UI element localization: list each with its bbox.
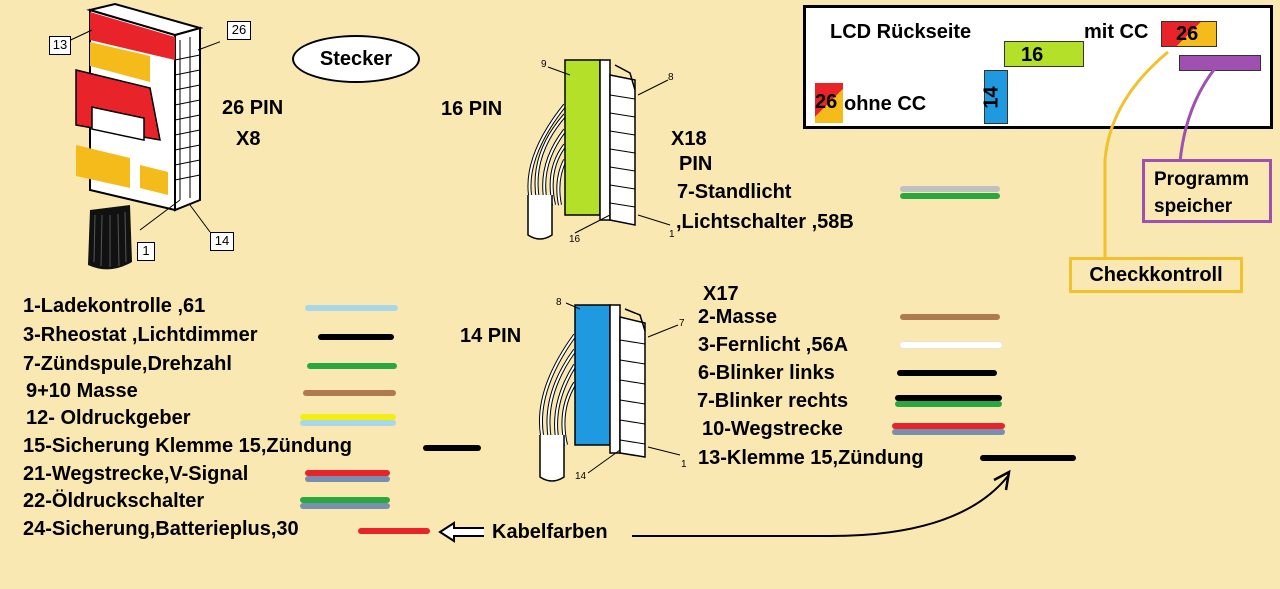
x17-pin-entry: 13-Klemme 15,Zündung: [698, 447, 924, 469]
x17-name: X17: [703, 283, 739, 305]
x8-pin-entry: 1-Ladekontrolle ,61: [23, 295, 206, 317]
x8-pin-entry: 3-Rheostat ,Lichtdimmer: [23, 324, 258, 346]
x17-wire-color: [892, 429, 1005, 435]
x17-wire-color: [900, 314, 1000, 320]
x17-pin-entry: 7-Blinker rechts: [697, 390, 849, 412]
x18-pin-16: 16: [569, 234, 581, 245]
x18-pin-9: 9: [541, 59, 547, 70]
x17-pin-1: 1: [681, 459, 687, 470]
x8-pin-entry: 9+10 Masse: [26, 380, 138, 402]
x8-wire-color: [307, 363, 397, 369]
programm-line1: Programm: [1154, 169, 1250, 190]
x17-pin-14: 14: [575, 471, 587, 482]
pin-label-13: 13: [49, 36, 71, 55]
kabelfarben-label: Kabelfarben: [492, 521, 608, 543]
x17-wire-color: [980, 455, 1076, 461]
x18-pin-count: 16 PIN: [441, 98, 503, 120]
x8-wire-color: [423, 445, 481, 451]
x18-wire-silver: [900, 186, 1000, 192]
x8-pin-entry: 12- Oldruckgeber: [26, 407, 191, 429]
x8-wire-color: [300, 503, 390, 509]
x8-wire-color: [300, 497, 390, 503]
connector-26pin-illustration: [40, 0, 231, 275]
lcd-pin-14: 14: [981, 70, 1008, 124]
x8-pin-entry: 21-Wegstrecke,V-Signal: [23, 463, 249, 485]
lcd-mit-cc: mit CC: [1084, 21, 1149, 43]
connector-16pin-illustration: [520, 55, 680, 245]
x17-pin-entry: 3-Fernlicht ,56A: [698, 334, 849, 356]
checkkontroll-box: Checkkontroll: [1069, 257, 1243, 293]
x8-pin-count: 26 PIN: [222, 97, 284, 119]
x8-wire-color: [305, 305, 398, 311]
x18-pin-1: 1: [669, 229, 675, 240]
pin-label-14: 14: [210, 232, 234, 251]
x17-pin-8: 8: [556, 297, 562, 308]
x17-pin-entry: 6-Blinker links: [698, 362, 835, 384]
checkkontroll-line: [1060, 40, 1280, 270]
x17-pin-count: 14 PIN: [460, 325, 522, 347]
x8-wire-color: [358, 528, 430, 534]
x17-wire-color: [900, 342, 1002, 348]
x8-pin-entry: 7-Zündspule,Drehzahl: [23, 353, 232, 375]
connector-14pin-illustration: [530, 295, 690, 485]
kabelfarben-arrow-icon: [436, 520, 486, 544]
lcd-ohne-cc: ohne CC: [844, 93, 927, 115]
x8-pin-entry: 24-Sicherung,Batterieplus,30: [23, 518, 299, 540]
x18-pin-8: 8: [668, 72, 674, 83]
lcd-pin-26-ohne-cc: 26: [815, 83, 843, 123]
x17-pin-7: 7: [679, 318, 685, 329]
lcd-pin-26-mit-cc: 26: [1161, 21, 1217, 47]
x8-name: X8: [236, 128, 261, 150]
pin-label-1: 1: [137, 242, 155, 261]
x8-wire-color: [303, 390, 396, 396]
x18-wire-green: [900, 193, 1000, 199]
pin-label-26: 26: [227, 21, 251, 40]
x18-line-lichtschalter: ,Lichtschalter ,58B: [676, 211, 854, 233]
x8-pin-entry: 15-Sicherung Klemme 15,Zündung: [23, 435, 352, 457]
x17-wire-color: [895, 401, 1002, 407]
programm-line2: speicher: [1154, 196, 1233, 217]
x18-line-standlicht: 7-Standlicht: [677, 181, 792, 203]
x17-wire-color: [897, 370, 997, 376]
x17-pin-entry: 2-Masse: [698, 306, 777, 328]
x8-wire-color: [305, 470, 390, 476]
x8-wire-color: [300, 414, 396, 420]
x18-name: X18: [671, 128, 707, 150]
x17-pin-entry: 10-Wegstrecke: [702, 418, 843, 440]
kabelfarben-connector-line: [630, 462, 1020, 542]
stecker-label: Stecker: [292, 35, 420, 83]
lcd-rueckseite-panel: LCD Rückseite mit CC 26 16 14 26 ohne CC: [803, 5, 1273, 129]
x8-wire-color: [305, 476, 390, 482]
lcd-pin-16: 16: [1004, 41, 1084, 67]
x8-pin-entry: 22-Öldruckschalter: [23, 490, 205, 512]
lcd-title: LCD Rückseite: [830, 21, 972, 43]
x8-wire-color: [300, 420, 396, 426]
x17-wire-color: [892, 423, 1005, 429]
x17-wire-color: [895, 395, 1002, 401]
x18-pin-word: PIN: [679, 153, 713, 175]
x8-wire-color: [318, 334, 394, 340]
programmspeicher-box: Programm speicher: [1142, 159, 1272, 223]
checkkontroll-label: Checkkontroll: [1089, 264, 1223, 286]
